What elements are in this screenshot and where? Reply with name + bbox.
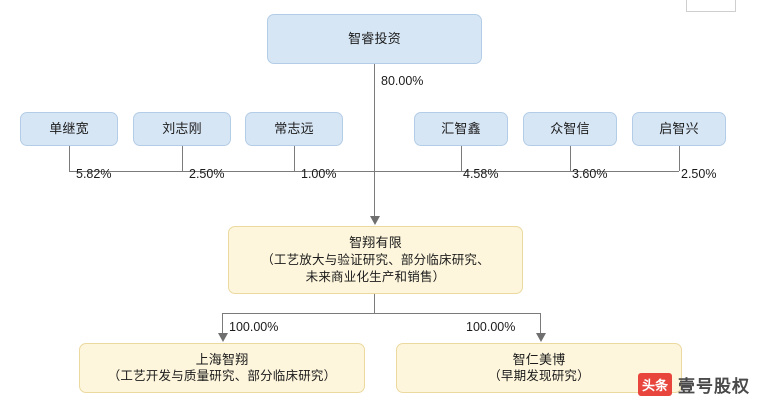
node-shareholder-5-label: 启智兴 xyxy=(659,121,699,137)
node-core-company: 智翔有限 （工艺放大与验证研究、部分临床研究、 未来商业化生产和销售） xyxy=(228,226,523,294)
edge-shareholder-4-drop xyxy=(570,146,571,171)
label-shareholder-4-percent: 3.60% xyxy=(572,167,608,181)
watermark-text: 壹号股权 xyxy=(678,377,750,396)
arrow-subsidiary-0 xyxy=(218,333,228,342)
edge-subsidiary-bus xyxy=(222,313,540,314)
node-core-company-desc-line1: （工艺放大与验证研究、部分临床研究、 xyxy=(261,252,490,267)
node-subsidiary-0-desc: （工艺开发与质量研究、部分临床研究） xyxy=(107,369,337,384)
node-core-company-desc-line2: 未来商业化生产和销售） xyxy=(305,269,446,284)
node-shareholder-2: 常志远 xyxy=(245,112,343,146)
node-shareholder-0: 单继宽 xyxy=(20,112,118,146)
corner-decoration xyxy=(686,0,736,12)
edge-shareholder-3-drop xyxy=(461,146,462,171)
edge-shareholder-0-drop xyxy=(69,146,70,171)
node-subsidiary-0-label: 上海智翔 xyxy=(195,351,249,367)
node-subsidiary-1: 智仁美博 （早期发现研究） xyxy=(396,343,682,393)
node-shareholder-4: 众智信 xyxy=(523,112,617,146)
edge-shareholder-2-drop xyxy=(294,146,295,171)
label-subsidiary-1-percent: 100.00% xyxy=(466,320,516,334)
label-shareholder-1-percent: 2.50% xyxy=(189,167,225,181)
node-shareholder-0-label: 单继宽 xyxy=(49,121,89,137)
edge-top-to-core xyxy=(374,64,375,219)
label-shareholder-3-percent: 4.58% xyxy=(463,167,499,181)
label-shareholder-2-percent: 1.00% xyxy=(301,167,337,181)
label-shareholder-5-percent: 2.50% xyxy=(681,167,717,181)
node-shareholder-5: 启智兴 xyxy=(632,112,726,146)
arrow-subsidiary-1 xyxy=(536,333,546,342)
node-top-investor: 智睿投资 xyxy=(267,14,482,64)
label-shareholder-0-percent: 5.82% xyxy=(76,167,112,181)
edge-shareholder-1-drop xyxy=(182,146,183,171)
node-shareholder-3-label: 汇智鑫 xyxy=(441,121,481,137)
watermark-badge: 头条 xyxy=(637,373,672,396)
label-top-percent: 80.00% xyxy=(381,74,424,88)
node-shareholder-4-label: 众智信 xyxy=(550,121,590,137)
node-subsidiary-0: 上海智翔 （工艺开发与质量研究、部分临床研究） xyxy=(79,343,365,393)
node-shareholder-1-label: 刘志刚 xyxy=(162,121,202,137)
node-subsidiary-1-label: 智仁美博 xyxy=(512,351,566,367)
label-subsidiary-0-percent: 100.00% xyxy=(229,320,279,334)
edge-shareholder-5-drop xyxy=(679,146,680,171)
node-shareholder-2-label: 常志远 xyxy=(274,121,314,137)
node-shareholder-3: 汇智鑫 xyxy=(414,112,508,146)
watermark: 头条 壹号股权 xyxy=(637,372,750,397)
edge-subsidiary-0-drop xyxy=(222,313,223,335)
edge-core-down xyxy=(374,294,375,313)
edge-shareholder-bus xyxy=(69,171,679,172)
node-top-investor-label: 智睿投资 xyxy=(348,31,401,47)
node-shareholder-1: 刘志刚 xyxy=(133,112,231,146)
node-core-company-label: 智翔有限 xyxy=(349,235,402,251)
edge-subsidiary-1-drop xyxy=(540,313,541,335)
node-subsidiary-1-desc: （早期发现研究） xyxy=(488,369,590,384)
arrow-top-to-core xyxy=(370,216,380,225)
